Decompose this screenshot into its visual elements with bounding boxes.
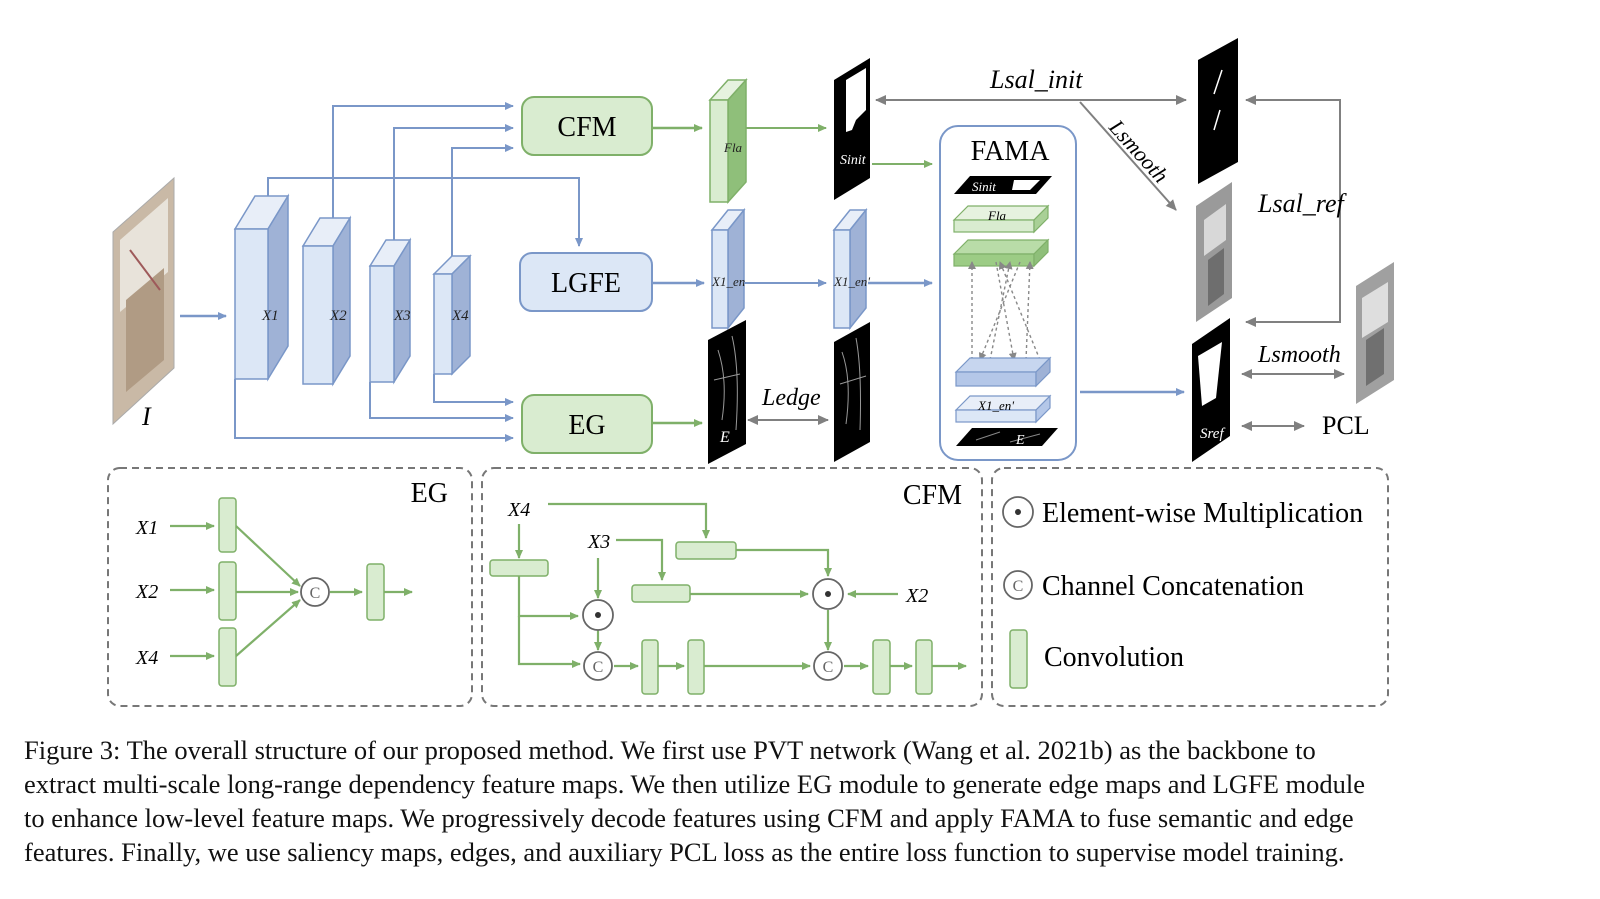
grayscale-image	[1196, 182, 1232, 322]
edge-loss-label: Ledge	[761, 385, 821, 411]
figure-caption: Figure 3: The overall structure of our p…	[24, 733, 1552, 869]
caption-line: to enhance low-level feature maps. We pr…	[24, 803, 1354, 833]
feature-block-x1	[233, 193, 290, 382]
cfm-input-x3: X3	[587, 531, 610, 553]
input-image	[112, 176, 175, 426]
cfm-concat-op-2: C	[813, 651, 843, 681]
legend-conv-label: Convolution	[1044, 642, 1184, 673]
caption-line: features. Finally, we use saliency maps,…	[24, 837, 1345, 867]
cfm-input-x4: X4	[507, 499, 530, 521]
cfm-mult-op-2	[812, 578, 844, 610]
input-label: I	[141, 402, 152, 431]
eg-panel-arrows	[170, 522, 413, 660]
fama-layer-sinit-label: Sinit	[972, 179, 996, 194]
cfm-concat-op-1: C	[583, 651, 613, 681]
svg-text:C: C	[823, 659, 834, 676]
cfm-conv-x3	[631, 584, 691, 603]
feature-label-x3: X3	[393, 308, 411, 324]
eg-conv-2	[218, 561, 237, 621]
fama-layer-fused-blue	[954, 356, 1052, 388]
cfm-conv-c	[872, 639, 891, 695]
saliency-gt-map	[1198, 38, 1238, 184]
grayscale-image-right	[1356, 262, 1394, 404]
s-ref-map	[1192, 318, 1230, 462]
eg-concat-op: C	[300, 577, 330, 607]
caption-line: extract multi-scale long-range dependenc…	[24, 769, 1366, 799]
cfm-conv-x4	[489, 559, 549, 577]
cfm-conv-d	[915, 639, 933, 695]
svg-text:C: C	[593, 659, 604, 676]
fama-layer-e	[956, 428, 1058, 446]
cfm-panel-title: CFM	[903, 480, 962, 511]
cfm-conv-x4b	[675, 541, 737, 560]
s-init-map	[834, 58, 870, 200]
eg-conv-3	[218, 627, 237, 687]
s-init-label: Sinit	[840, 153, 867, 168]
svg-text:C: C	[310, 585, 321, 602]
x1-en-prime-label: X1_en'	[833, 274, 870, 289]
fama-layer-e-label: E	[1015, 433, 1025, 448]
fama-layer-fla-label: Fla	[987, 208, 1007, 223]
cfm-conv-b	[687, 639, 705, 695]
x1-en-feature-block	[710, 207, 746, 331]
eg-input-x4: X4	[135, 647, 158, 669]
cfm-conv-a	[641, 639, 659, 695]
fama-layer-x1en-label: X1_en'	[977, 398, 1014, 413]
cfm-module-box	[521, 96, 653, 156]
feature-label-x2: X2	[329, 308, 347, 324]
pcl-loss-label: PCL	[1322, 411, 1370, 440]
fama-label: FAMA	[971, 136, 1051, 167]
fama-layer-fused-green	[952, 238, 1050, 268]
cfm-panel	[481, 467, 983, 707]
caption-line: Figure 3: The overall structure of our p…	[24, 735, 1316, 765]
eg-panel	[107, 467, 473, 707]
edge-map-label: E	[719, 429, 730, 446]
method-diagram: I X1 X2 X3 X4 CFM LGFE EG	[107, 38, 1394, 707]
cfm-input-x2: X2	[905, 585, 928, 607]
svg-text:C: C	[1013, 578, 1024, 595]
lgfe-module-label: LGFE	[551, 268, 621, 299]
x1-en-label: X1_en	[711, 274, 745, 289]
fla-label: Fla	[723, 140, 743, 155]
legend-conv-icon	[1009, 629, 1028, 689]
legend-concat-label: Channel Concatenation	[1042, 571, 1304, 602]
legend-mult-icon	[1002, 496, 1034, 528]
fama-layer-x1en	[954, 394, 1052, 424]
feature-block-x3	[368, 237, 412, 385]
legend-panel	[991, 467, 1389, 707]
eg-conv-out	[366, 563, 385, 621]
sal-init-loss-label: Lsal_init	[989, 65, 1083, 94]
fama-layer-fla	[952, 204, 1050, 234]
cfm-mult-op-1	[582, 599, 614, 631]
x1-en-prime-feature-block	[832, 207, 868, 331]
eg-conv-1	[218, 497, 237, 553]
fla-feature-block	[708, 78, 748, 204]
feature-block-x4	[432, 254, 472, 376]
eg-input-x1: X1	[135, 517, 158, 539]
fama-attention-lines	[968, 261, 1041, 361]
legend-concat-icon: C	[1003, 570, 1033, 600]
smooth-loss-top-arrow	[1079, 101, 1177, 211]
fama-layer-sinit	[954, 176, 1052, 194]
backbone-connections	[234, 102, 583, 442]
cfm-module-label: CFM	[557, 112, 616, 143]
eg-module-label: EG	[568, 410, 605, 441]
eg-panel-title: EG	[411, 478, 448, 509]
feature-label-x1: X1	[261, 308, 279, 324]
sal-ref-loss-bracket	[1245, 95, 1341, 327]
edge-map-e-target	[834, 322, 870, 462]
legend-mult-label: Element-wise Multiplication	[1042, 498, 1363, 529]
s-ref-label: Sref	[1200, 426, 1225, 442]
cfm-panel-arrows	[515, 502, 967, 670]
smooth-loss-top-label: Lsmooth	[1104, 114, 1174, 188]
feature-label-x4: X4	[451, 308, 469, 324]
sal-ref-loss-label: Lsal_ref	[1257, 189, 1347, 218]
feature-block-x2	[301, 215, 352, 387]
smooth-loss-bottom-label: Lsmooth	[1257, 342, 1341, 368]
eg-input-x2: X2	[135, 581, 158, 603]
edge-map-e	[708, 320, 746, 464]
